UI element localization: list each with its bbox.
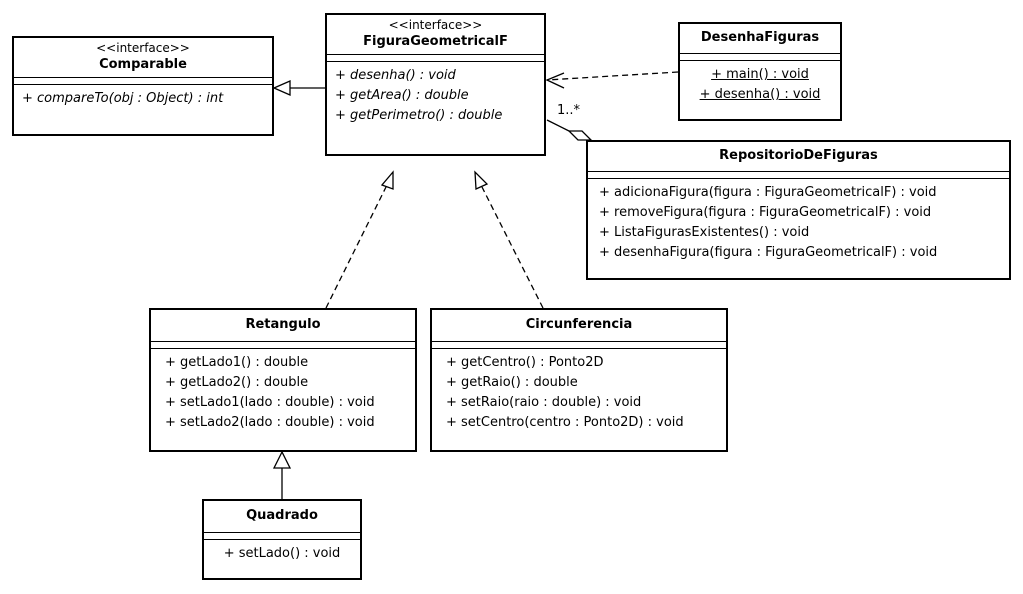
attributes-compartment <box>204 532 360 539</box>
attributes-compartment <box>327 54 544 61</box>
class-repositorio-de-figuras: RepositorioDeFiguras + adicionaFigura(fi… <box>586 140 1011 280</box>
class-header: Circunferencia <box>432 310 726 341</box>
class-retangulo: Retangulo + getLado1() : double + getLad… <box>149 308 417 452</box>
operations-compartment: + setLado() : void <box>204 539 360 566</box>
operation: + setCentro(centro : Ponto2D) : void <box>446 415 684 430</box>
operations-compartment: + compareTo(obj : Object) : int <box>14 84 272 111</box>
class-name: Quadrado <box>246 508 318 523</box>
operation: + desenha() : void <box>699 87 821 102</box>
multiplicity-label: 1..* <box>557 103 581 118</box>
realization-arrowhead-retangulo <box>380 170 394 190</box>
operation: + main() : void <box>711 67 809 82</box>
class-header: Retangulo <box>151 310 415 341</box>
realization-line-retangulo <box>325 186 387 309</box>
class-header: <<interface>> Comparable <box>14 38 272 77</box>
operation: + desenhaFigura(figura : FiguraGeometric… <box>599 245 938 260</box>
class-figura-geometricalf: <<interface>> FiguraGeometricalF + desen… <box>325 13 546 156</box>
aggregation-line <box>546 119 570 132</box>
class-circunferencia: Circunferencia + getCentro() : Ponto2D +… <box>430 308 728 452</box>
attributes-compartment <box>680 53 840 60</box>
stereotype-label: <<interface>> <box>96 41 190 55</box>
operations-compartment: + getCentro() : Ponto2D + getRaio() : do… <box>432 348 726 435</box>
realization-line-circunferencia <box>481 186 544 309</box>
operation: + getRaio() : double <box>446 375 578 390</box>
class-quadrado: Quadrado + setLado() : void <box>202 499 362 580</box>
attributes-compartment <box>588 171 1009 178</box>
aggregation-diamond <box>567 130 593 141</box>
dependency-arrowhead <box>545 72 565 89</box>
class-comparable: <<interface>> Comparable + compareTo(obj… <box>12 36 274 136</box>
class-header: DesenhaFiguras <box>680 24 840 53</box>
realization-arrowhead-circunferencia <box>474 170 489 190</box>
operation: + getLado1() : double <box>165 355 309 370</box>
operations-compartment: + adicionaFigura(figura : FiguraGeometri… <box>588 178 1009 265</box>
class-name: FiguraGeometricalF <box>363 34 508 49</box>
class-name: DesenhaFiguras <box>700 30 820 45</box>
operation: + setLado2(lado : double) : void <box>165 415 375 430</box>
generalization-arrowhead <box>272 80 291 96</box>
class-header: Quadrado <box>204 501 360 532</box>
class-header: <<interface>> FiguraGeometricalF <box>327 15 544 54</box>
stereotype-label: <<interface>> <box>388 18 483 32</box>
class-name: Comparable <box>99 57 187 72</box>
operation: + getLado2() : double <box>165 375 309 390</box>
operations-compartment: + desenha() : void + getArea() : double … <box>327 61 544 128</box>
attributes-compartment <box>151 341 415 348</box>
class-desenha-figuras: DesenhaFiguras + main() : void + desenha… <box>678 22 842 121</box>
operations-compartment: + getLado1() : double + getLado2() : dou… <box>151 348 415 435</box>
operations-compartment: + main() : void + desenha() : void <box>680 60 840 107</box>
generalization-arrowhead-quadrado <box>272 450 292 469</box>
operation: + removeFigura(figura : FiguraGeometrica… <box>599 205 932 220</box>
operation: + setLado() : void <box>223 546 341 561</box>
attributes-compartment <box>14 77 272 84</box>
class-header: RepositorioDeFiguras <box>588 142 1009 171</box>
operation: + ListaFigurasExistentes() : void <box>599 225 810 240</box>
class-name: Circunferencia <box>525 317 633 332</box>
operation: + compareTo(obj : Object) : int <box>22 91 224 106</box>
class-name: RepositorioDeFiguras <box>719 148 878 163</box>
operation: + desenha() : void <box>335 68 456 83</box>
class-name: Retangulo <box>245 317 321 332</box>
operation: + setLado1(lado : double) : void <box>165 395 375 410</box>
operation: + getArea() : double <box>335 88 469 103</box>
operation: + adicionaFigura(figura : FiguraGeometri… <box>599 185 937 200</box>
attributes-compartment <box>432 341 726 348</box>
operation: + setRaio(raio : double) : void <box>446 395 642 410</box>
operation: + getPerimetro() : double <box>335 108 503 123</box>
operation: + getCentro() : Ponto2D <box>446 355 604 370</box>
dependency-line-desenha-figura <box>546 71 679 81</box>
